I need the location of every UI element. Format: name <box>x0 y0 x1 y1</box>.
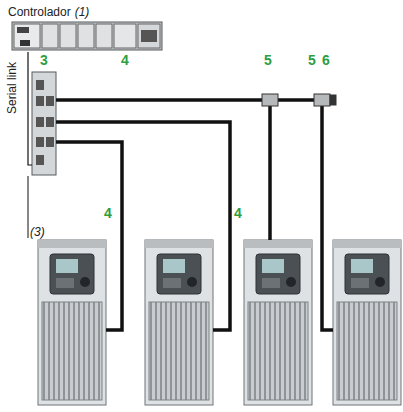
controller-box: Controlador (1) <box>8 2 168 52</box>
drive <box>333 240 401 405</box>
serial-link-line <box>28 52 32 165</box>
drive <box>145 240 213 405</box>
hub <box>32 72 56 175</box>
callout-number: 5 <box>264 52 272 68</box>
callout-number: (1) <box>75 5 90 19</box>
callout-number: 6 <box>322 52 330 68</box>
cables <box>56 100 333 330</box>
callout-number: 3 <box>40 52 48 68</box>
node-title: Controlador <box>8 5 71 19</box>
callout-number: 4 <box>121 52 129 68</box>
serial-line <box>28 176 29 238</box>
drive <box>38 240 106 405</box>
callout-number: 4 <box>104 205 112 221</box>
callout-number: 5 <box>308 52 316 68</box>
tees <box>262 94 336 106</box>
hub-box: 3 <box>32 72 56 175</box>
drive <box>244 240 312 405</box>
edge-label: Serial link <box>5 62 19 114</box>
callout-number: 4 <box>234 205 242 221</box>
callout-number: (3) <box>30 224 45 240</box>
controller-rack <box>12 22 162 50</box>
